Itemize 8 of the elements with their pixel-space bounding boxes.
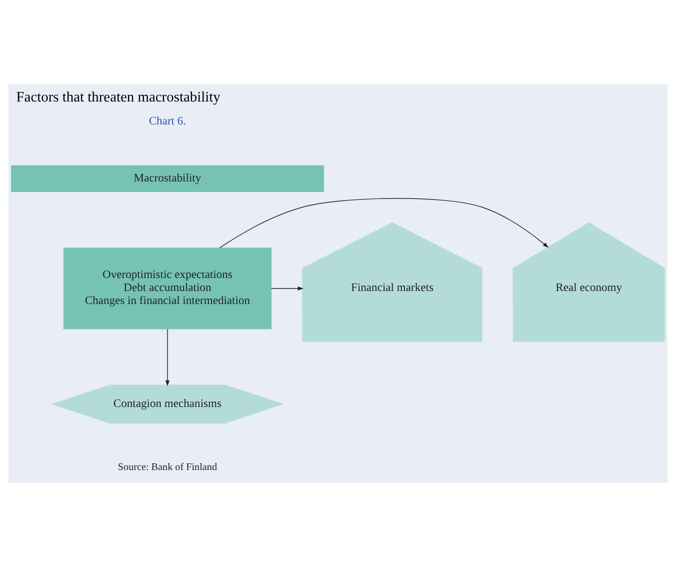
arrow bbox=[270, 286, 304, 290]
node-box: Overoptimistic expectations Debt accumulation Changes in financial intermediation bbox=[63, 247, 272, 329]
node-box: Macrostability bbox=[11, 164, 324, 192]
arrow bbox=[165, 328, 170, 386]
caption: Source: Bank of Finland bbox=[118, 461, 218, 472]
label: Chart 6. bbox=[148, 114, 186, 127]
diagram-title: Factors that threaten macrostability bbox=[16, 88, 220, 105]
arrow bbox=[219, 198, 549, 248]
